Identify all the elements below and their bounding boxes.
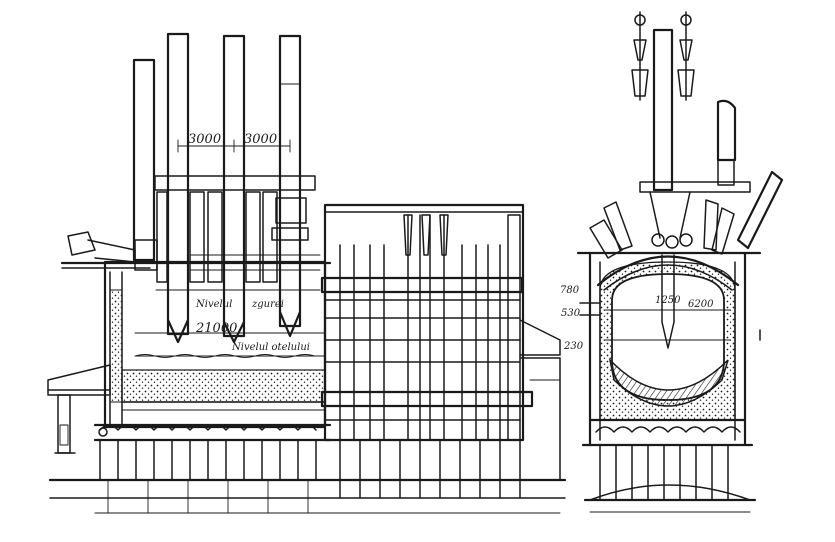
electrode-holders: [154, 175, 321, 291]
label-zgurei: zgurei: [252, 299, 285, 310]
dimension-inner-6200: 6200: [688, 299, 714, 310]
dimension-height-780: 780: [560, 285, 580, 296]
cross-section: [576, 11, 784, 513]
foundation-pillars-left: [99, 439, 521, 514]
electrode-frame: [320, 203, 561, 481]
dimension-height-530: 530: [561, 308, 581, 319]
dimension-height-230: 230: [564, 341, 584, 352]
dimension-inner-1250: 1250: [655, 295, 681, 306]
label-nivelul-otelului: Nivelul otelului: [232, 342, 310, 353]
dimension-electrode-spacing-2: 3000: [244, 132, 278, 147]
label-nivelul: Nivelul: [196, 299, 233, 310]
dimension-electrode-spacing-1: 3000: [188, 132, 222, 147]
longitudinal-section: [47, 32, 567, 514]
dimension-total-length: 21000: [196, 321, 238, 336]
electrodes: [132, 32, 302, 344]
